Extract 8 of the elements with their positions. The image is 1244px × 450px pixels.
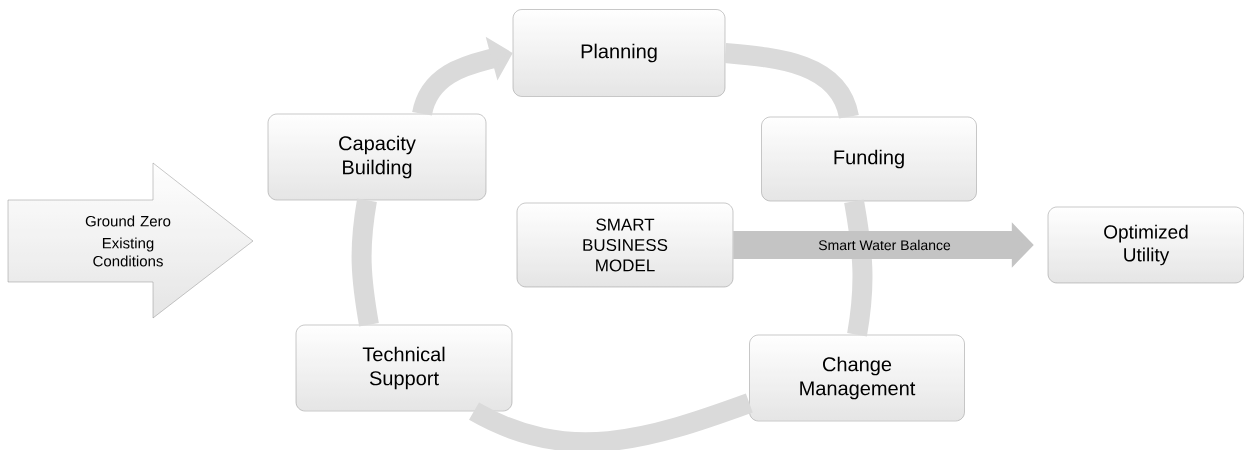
result-box: Optimized Utility — [1047, 206, 1244, 284]
model-box: SMART BUSINESS MODEL — [516, 202, 734, 288]
process-box: Planning — [512, 9, 726, 97]
process-box: Change Management — [749, 334, 965, 422]
process-box: Capacity Building — [267, 113, 487, 201]
process-box: Technical Support — [295, 324, 513, 412]
process-box: Funding — [761, 116, 977, 202]
edge-label: Smart Water Balance — [818, 239, 951, 251]
